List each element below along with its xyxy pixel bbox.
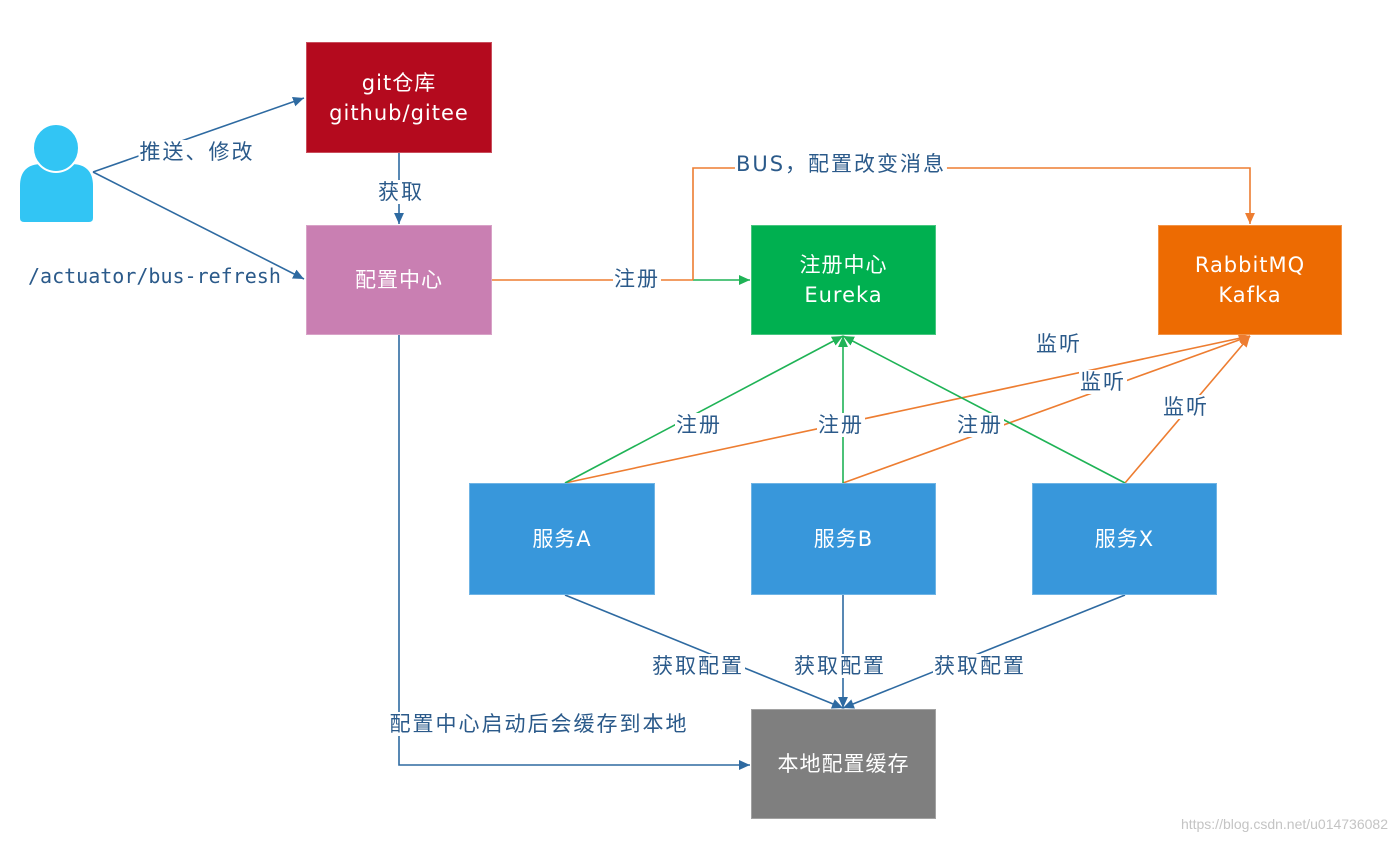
edge-label-fetch-config-x: 获取配置	[933, 654, 1027, 678]
user-icon-body	[20, 164, 93, 222]
edge-label-listen-b: 监听	[1079, 370, 1127, 394]
node-message-broker-title: RabbitMQ	[1194, 253, 1306, 277]
node-message-broker-subtitle: Kafka	[1218, 283, 1282, 307]
edge-label-fetch-config-b: 获取配置	[793, 654, 887, 678]
edge-label-listen-a: 监听	[1035, 332, 1083, 356]
node-service-x-label: 服务X	[1094, 527, 1155, 551]
edge-label-register-a: 注册	[675, 413, 723, 437]
edge-label-cache-on-start: 配置中心启动后会缓存到本地	[388, 712, 690, 736]
edge-user-to-git-repo	[92, 96, 305, 173]
node-local-cache: 本地配置缓存	[751, 709, 936, 819]
node-message-broker: RabbitMQ Kafka	[1158, 225, 1342, 335]
edge-label-fetch-config-a: 获取配置	[651, 654, 745, 678]
edge-service-a-to-message-broker	[564, 333, 1251, 484]
edge-label-fetch: 获取	[377, 180, 425, 204]
edge-label-config-register: 注册	[613, 267, 661, 291]
node-service-a-label: 服务A	[532, 527, 592, 551]
node-service-b-label: 服务B	[813, 527, 874, 551]
edge-label-register-b: 注册	[817, 413, 865, 437]
node-config-center-label: 配置中心	[355, 268, 443, 292]
edge-service-x-to-local-cache	[842, 594, 1126, 709]
node-service-x: 服务X	[1032, 483, 1217, 595]
edge-user-to-config-center	[92, 171, 305, 280]
user-icon	[20, 124, 93, 222]
node-config-center: 配置中心	[306, 225, 492, 335]
edge-label-register-x: 注册	[956, 413, 1004, 437]
node-registry-subtitle: Eureka	[804, 283, 883, 307]
edge-service-a-to-registry	[564, 335, 844, 484]
node-registry: 注册中心 Eureka	[751, 225, 936, 335]
edge-bus-to-message-broker	[692, 167, 1255, 280]
watermark: https://blog.csdn.net/u014736082	[1180, 816, 1388, 832]
edge-service-b-to-message-broker	[842, 335, 1251, 484]
node-git-repo-title: git仓库	[361, 70, 437, 95]
node-service-b: 服务B	[751, 483, 936, 595]
edge-config-center-to-local-cache	[398, 335, 750, 770]
edge-label-bus-message: BUS，配置改变消息	[734, 152, 948, 176]
node-registry-title: 注册中心	[799, 253, 888, 277]
node-git-repo: git仓库 github/gitee	[306, 42, 492, 153]
edge-service-x-to-registry	[842, 335, 1126, 484]
edge-label-bus-refresh: /actuator/bus-refresh	[28, 264, 281, 288]
node-service-a: 服务A	[469, 483, 655, 595]
edge-label-push-modify: 推送、修改	[138, 140, 256, 164]
user-icon-head	[32, 124, 80, 173]
node-local-cache-label: 本地配置缓存	[777, 752, 910, 776]
edge-label-listen-x: 监听	[1162, 395, 1210, 419]
edge-service-a-to-local-cache	[564, 594, 844, 709]
node-git-repo-subtitle: github/gitee	[329, 100, 469, 125]
